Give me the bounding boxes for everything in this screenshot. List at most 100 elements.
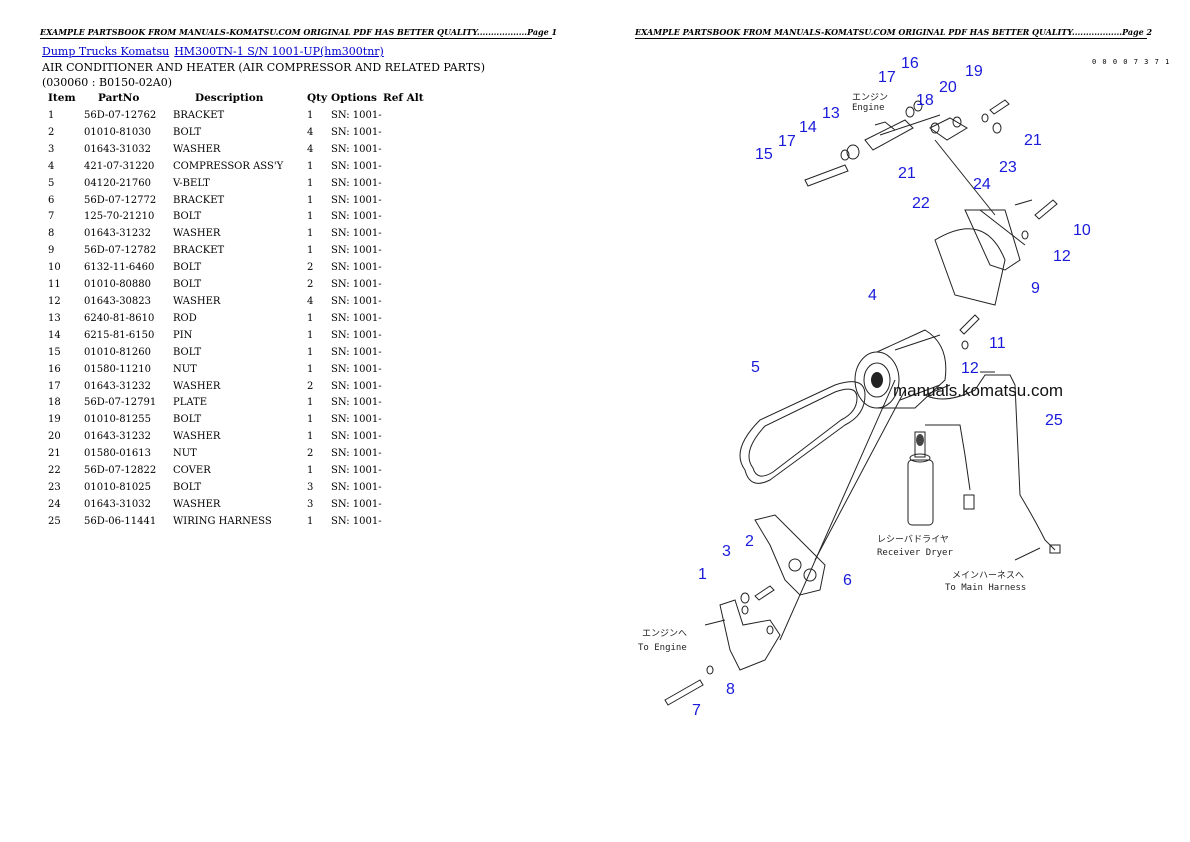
- callout-21b[interactable]: 21: [898, 165, 916, 182]
- cell-ref-alt: [383, 176, 428, 193]
- cell-item: 19: [48, 414, 61, 426]
- parts-table: Item PartNo Description Qty Options Ref …: [42, 90, 428, 531]
- col-item: Item: [48, 92, 76, 104]
- cell-ref-alt: [383, 260, 428, 277]
- cell-partno: 01643-31232: [84, 380, 152, 392]
- callout-12[interactable]: 12: [1053, 248, 1071, 265]
- plate: [929, 99, 1010, 141]
- cell-item: 5: [48, 177, 55, 189]
- cell-qty: 1: [307, 110, 314, 121]
- callout-22[interactable]: 22: [912, 195, 930, 212]
- callout-19[interactable]: 19: [965, 63, 983, 80]
- cell-ref-alt: [383, 193, 428, 210]
- callout-15[interactable]: 15: [755, 146, 773, 163]
- cell-description: COMPRESSOR ASS'Y: [173, 160, 284, 172]
- callout-18[interactable]: 18: [916, 92, 934, 109]
- col-qty: Qty: [307, 92, 328, 104]
- cell-partno: 04120-21760: [84, 177, 152, 189]
- callout-5[interactable]: 5: [751, 359, 760, 376]
- cell-qty: 1: [307, 177, 314, 189]
- col-options: Options: [331, 92, 377, 104]
- cell-description: WASHER: [173, 143, 221, 155]
- cell-ref-alt: [383, 311, 428, 328]
- engine-label: Engine: [852, 103, 885, 113]
- page-header: EXAMPLE PARTSBOOK FROM MANUALS-KOMATSU.C…: [40, 27, 558, 39]
- cell-description: WASHER: [173, 431, 221, 443]
- cell-ref-alt: [383, 277, 428, 294]
- cell-item: 16: [48, 363, 61, 375]
- cell-item: 14: [48, 329, 61, 341]
- sheet-number: 0 0 0 0 7 3 7 1: [1092, 58, 1171, 66]
- cell-ref-alt: [383, 125, 428, 142]
- callout-25[interactable]: 25: [1045, 412, 1063, 429]
- callout-7[interactable]: 7: [692, 702, 701, 719]
- callout-6[interactable]: 6: [843, 572, 852, 589]
- cell-options: SN: 1001-: [331, 515, 382, 527]
- callout-13[interactable]: 13: [822, 105, 840, 122]
- callout-9[interactable]: 9: [1031, 280, 1040, 297]
- callout-16[interactable]: 16: [901, 55, 919, 72]
- cell-item: 4: [48, 160, 55, 172]
- cell-partno: 01010-80880: [84, 279, 152, 291]
- cell-qty: 1: [307, 515, 314, 527]
- cell-item: 8: [48, 228, 55, 240]
- callout-3[interactable]: 3: [722, 543, 731, 560]
- cell-description: NUT: [173, 363, 197, 375]
- cell-item: 7: [48, 211, 55, 223]
- cell-description: V-BELT: [173, 177, 210, 189]
- breadcrumb-model-link[interactable]: HM300TN-1 S/N 1001-UP(hm300tnr): [174, 45, 384, 58]
- cell-options: SN: 1001-: [331, 245, 382, 257]
- cell-options: SN: 1001-: [331, 431, 382, 443]
- callout-14[interactable]: 14: [799, 119, 817, 136]
- callout-2[interactable]: 2: [745, 533, 754, 550]
- cell-partno: 01643-31032: [84, 498, 152, 510]
- callout-20[interactable]: 20: [939, 79, 957, 96]
- breadcrumb-category-link[interactable]: Dump Trucks Komatsu: [42, 45, 170, 58]
- cell-item: 2: [48, 126, 55, 138]
- cell-options: SN: 1001-: [331, 160, 382, 172]
- cell-options: SN: 1001-: [331, 481, 382, 493]
- callout-12b[interactable]: 12: [961, 360, 979, 377]
- cell-item: 21: [48, 448, 61, 460]
- cell-options: SN: 1001-: [331, 346, 382, 358]
- callout-24[interactable]: 24: [973, 176, 991, 193]
- cell-description: BOLT: [173, 262, 202, 274]
- cell-item: 12: [48, 295, 61, 307]
- callout-11[interactable]: 11: [989, 335, 1006, 352]
- cell-partno: 56D-07-12782: [84, 245, 157, 257]
- cell-options: SN: 1001-: [331, 397, 382, 409]
- callout-8[interactable]: 8: [726, 681, 735, 698]
- callout-21[interactable]: 21: [1024, 132, 1042, 149]
- cell-qty: 1: [307, 329, 314, 341]
- callout-23[interactable]: 23: [999, 159, 1017, 176]
- breadcrumb: Dump Trucks Komatsu HM300TN-1 S/N 1001-UP…: [42, 45, 384, 58]
- rod-pin-bolt-group: [804, 100, 923, 187]
- cell-description: BOLT: [173, 211, 202, 223]
- cell-description: WASHER: [173, 498, 221, 510]
- assembly-lines: [779, 114, 1026, 641]
- receiver-dryer-label-jp: レシーバドライヤ: [877, 534, 949, 545]
- cell-options: SN: 1001-: [331, 414, 382, 426]
- callout-1[interactable]: 1: [698, 566, 707, 583]
- cell-options: SN: 1001-: [331, 448, 382, 460]
- cell-item: 1: [48, 110, 55, 121]
- callout-4[interactable]: 4: [868, 287, 877, 304]
- cell-ref-alt: [383, 480, 428, 497]
- callout-17b[interactable]: 17: [778, 133, 796, 150]
- cell-ref-alt: [383, 362, 428, 379]
- callout-10[interactable]: 10: [1073, 222, 1091, 239]
- callout-17[interactable]: 17: [878, 69, 896, 86]
